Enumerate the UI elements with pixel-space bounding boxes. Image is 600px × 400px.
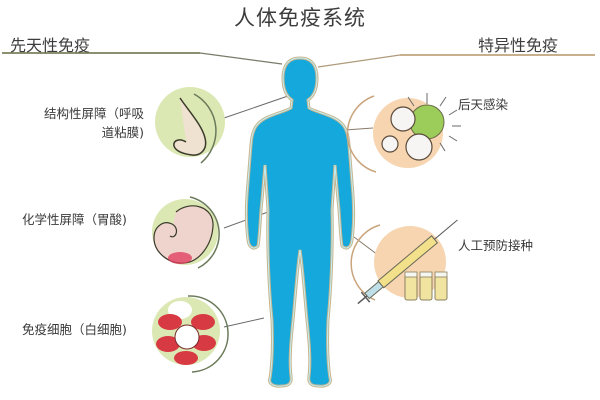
innate-immunity-heading: 先天性免疫 — [10, 36, 91, 55]
page-title: 人体免疫系统 — [234, 6, 366, 30]
structural-barrier-label-line2: 道粘膜) — [101, 125, 144, 140]
immune-cells-label: 免疫细胞（白细胞) — [22, 322, 127, 337]
virus-icon — [346, 93, 461, 173]
adaptive-immunity-heading: 特异性免疫 — [478, 36, 559, 55]
virus-connector — [344, 127, 374, 131]
cells-connector — [223, 317, 265, 328]
acquired-infection-label: 后天感染 — [458, 97, 509, 112]
blood-cells-icon — [152, 295, 229, 373]
structural-barrier-label: 结构性屏障（呼吸 道粘膜) — [22, 104, 144, 142]
chemical-barrier-label: 化学性屏障（胃酸) — [22, 212, 127, 227]
human-body-icon — [244, 56, 356, 388]
vaccination-label: 人工预防接种 — [458, 238, 534, 253]
adaptive-connector — [317, 54, 401, 68]
structural-barrier-label-line1: 结构性屏障（呼吸 — [43, 106, 144, 121]
syringe-vaccine-icon — [350, 219, 458, 305]
nose-connector — [223, 95, 289, 119]
stomach-icon — [152, 196, 220, 269]
nose-icon — [155, 87, 225, 164]
innate-connector — [199, 52, 283, 65]
syringe-connector — [353, 236, 379, 256]
